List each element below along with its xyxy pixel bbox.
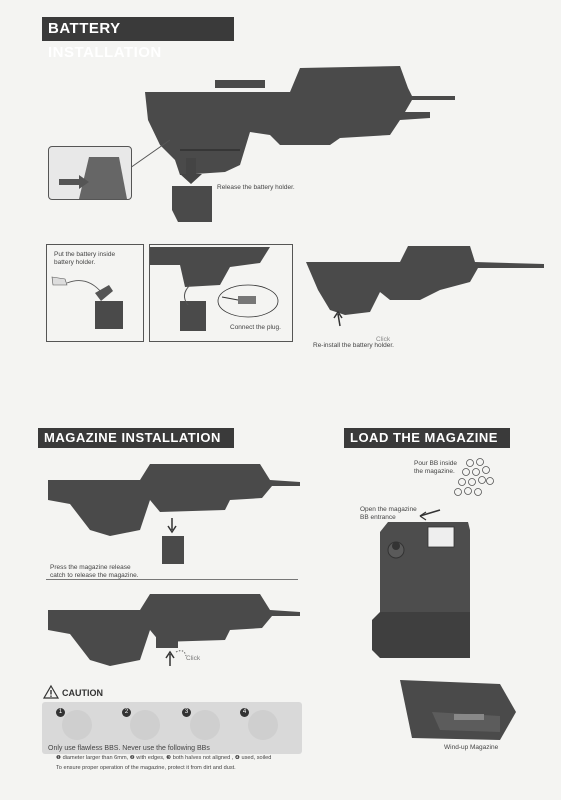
pour-bb-text-1: Pour BB inside <box>414 460 457 467</box>
magazine-installation-header: MAGAZINE INSTALLATION <box>38 428 234 448</box>
caution-title: CAUTION <box>62 688 103 698</box>
magazine-release-text-2: catch to release the magazine. <box>50 572 139 579</box>
magazine-click-label: Click <box>186 655 201 662</box>
battery-installation-header: BATTERY INSTALLATION <box>42 17 234 61</box>
step-reinstall-text: Re-install the battery holder. <box>313 342 394 349</box>
battery-installation-title: BATTERY INSTALLATION <box>48 20 162 61</box>
caution-line-1: Only use flawless BBS. Never use the fol… <box>48 745 210 752</box>
caution-panel: 1 2 3 4 <box>42 702 302 754</box>
bb-oversize <box>62 710 92 740</box>
pour-bb-text-2: the magazine. <box>414 468 455 475</box>
magazine-release-text-1: Press the magazine release <box>50 564 131 571</box>
step-release-battery-text: Release the battery holder. <box>217 184 295 191</box>
step-connect-plug-text: Connect the plug. <box>230 324 281 331</box>
battery-release-zoom-box <box>48 146 132 200</box>
caution-line-2: ❶ diameter larger than 6mm, ❷ with edges… <box>56 755 272 761</box>
bb-number-3: 3 <box>182 708 191 717</box>
bb-misaligned <box>190 710 220 740</box>
open-entrance-text-2: BB entrance <box>360 514 396 521</box>
warning-icon <box>42 684 60 699</box>
load-magazine-title: LOAD THE MAGAZINE <box>350 430 498 445</box>
bb-number-1: 1 <box>56 708 65 717</box>
step-put-battery-text-2: battery holder. <box>54 259 96 266</box>
open-entrance-text-1: Open the magazine <box>360 506 417 513</box>
battery-insert-box <box>46 244 144 342</box>
magazine-installation-title: MAGAZINE INSTALLATION <box>44 430 221 445</box>
windup-magazine-label: Wind-up Magazine <box>444 744 499 751</box>
bb-number-2: 2 <box>122 708 131 717</box>
reinstall-click-label: Click <box>376 336 391 343</box>
bb-soiled <box>248 710 278 740</box>
section-divider <box>46 579 298 580</box>
step-put-battery-text-1: Put the battery inside <box>54 251 116 258</box>
bb-number-4: 4 <box>240 708 249 717</box>
bb-edged <box>130 710 160 740</box>
load-magazine-header: LOAD THE MAGAZINE <box>344 428 510 448</box>
caution-line-3: To ensure proper operation of the magazi… <box>56 765 236 771</box>
connect-plug-box <box>149 244 293 342</box>
